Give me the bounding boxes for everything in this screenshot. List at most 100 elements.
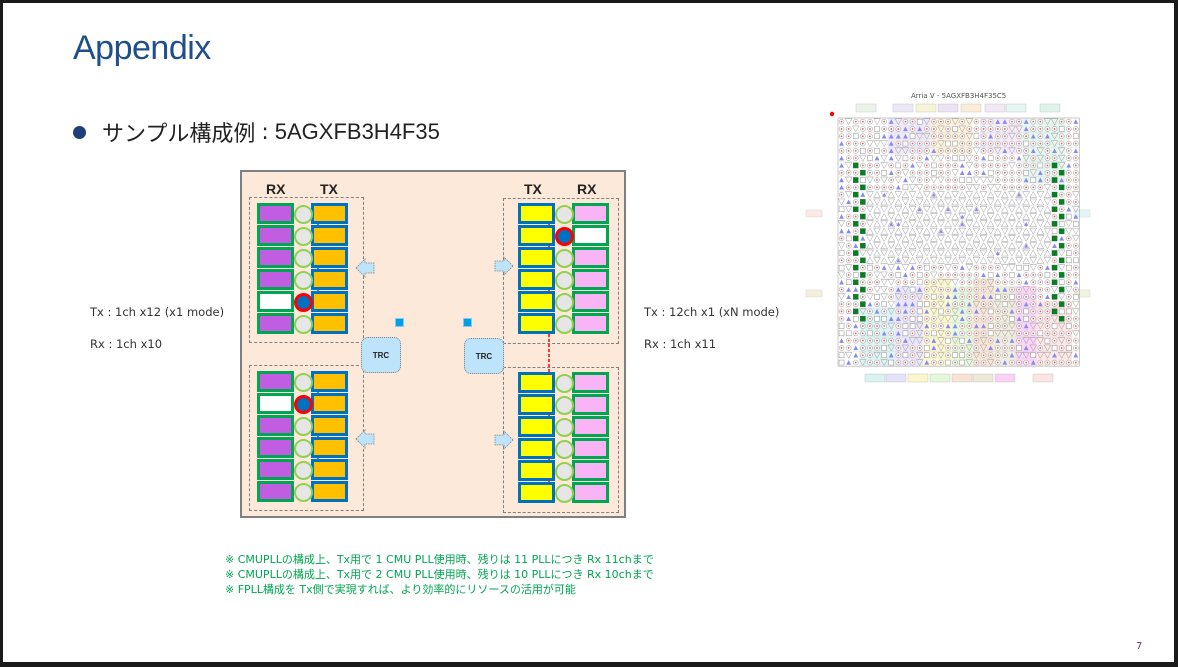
pinout-ground-pin-icon [901,257,910,264]
pinout-vref-pin-icon [895,184,901,190]
pinout-clock-pin-icon [1066,257,1072,264]
pinout-ground-pin-icon [972,176,981,184]
pinout-ground-pin-icon [1036,242,1045,249]
pinout-ground-pin-icon [986,198,995,206]
pinout-ground-pin-icon [937,344,945,352]
left-bottom-rx-lane [257,371,294,392]
pinout-io-dot-icon [1046,332,1049,335]
pinout-io-dot-icon [940,361,942,364]
pinout-ground-pin-icon [1015,249,1023,257]
pinout-io-dot-icon [954,149,957,152]
pinout-ground-pin-icon [873,286,881,293]
pinout-io-dot-icon [1060,193,1063,196]
pinout-vref-pin-icon [960,214,965,219]
pinout-io-dot-icon [890,179,893,181]
pinout-ground-pin-icon [1029,191,1037,198]
pinout-vref-pin-icon [853,323,859,329]
pinout-ground-pin-icon [1050,286,1059,293]
pinout-vref-pin-icon [952,323,958,329]
pinout-ground-pin-icon [1001,220,1009,228]
pinout-vref-pin-icon [1016,316,1022,321]
pinout-vref-pin-icon [1023,301,1029,307]
pinout-vref-pin-icon [959,265,965,270]
pinout-vref-pin-icon [924,309,930,314]
pinout-clock-pin-icon [1066,250,1072,256]
pinout-ground-pin-icon [986,220,995,228]
pinout-vref-pin-icon [860,192,866,197]
pinout-io-dot-icon [961,149,964,152]
pinout-io-dot-icon [961,274,964,276]
tx-header-right: TX [524,181,542,197]
pinout-clock-pin-icon [1023,316,1029,322]
pinout-vref-pin-icon [1009,338,1015,343]
pinout-ground-pin-icon [1008,256,1016,264]
pinout-vref-pin-icon [988,294,994,300]
pinout-io-dot-icon [854,157,857,160]
pinout-power-pin-icon [1058,286,1065,293]
pinout-ground-pin-icon [979,227,988,235]
pinout-io-dot-icon [975,128,978,130]
pinout-ground-pin-icon [880,271,888,279]
pinout-io-dot-icon [947,288,949,291]
pinout-ground-pin-icon [944,257,952,264]
pinout-vref-pin-icon [853,243,859,248]
pinout-ground-pin-icon [1022,227,1030,235]
pinout-ground-pin-icon [965,359,973,366]
pinout-io-dot-icon [847,149,850,152]
pinout-ground-pin-icon [866,191,874,199]
pinout-vref-pin-icon [867,301,873,307]
pinout-vref-pin-icon [839,214,844,219]
pinout-clock-pin-icon [874,294,880,300]
pinout-vref-pin-icon [839,177,844,183]
pinout-io-dot-icon [861,164,864,167]
pinout-ground-pin-icon [1043,118,1052,126]
pinout-io-dot-icon [954,266,957,269]
pinout-io-dot-icon [1067,120,1070,123]
pinout-ground-pin-icon [944,191,952,198]
pinout-io-dot-icon [996,179,999,181]
pinout-io-dot-icon [1032,288,1035,291]
pinout-legend-box [929,373,951,383]
pinout-clock-pin-icon [853,272,859,278]
pinout-ground-pin-icon [979,206,988,213]
pinout-ground-pin-icon [1036,206,1045,213]
pinout-io-dot-icon [1039,266,1042,269]
pinout-ground-pin-icon [859,308,867,315]
pinout-io-dot-icon [876,361,878,364]
pinout-vref-pin-icon [853,352,859,358]
pinout-clock-pin-icon [881,345,887,351]
pinout-vref-pin-icon [1073,148,1079,154]
right-top-rx-lane [572,291,609,312]
pinout-io-dot-icon [847,171,850,174]
pinout-clock-pin-icon [931,162,937,169]
pinout-io-dot-icon [1060,332,1063,335]
pinout-vref-pin-icon [895,133,901,139]
pinout-ground-pin-icon [1043,257,1052,264]
pinout-ground-pin-icon [986,249,995,257]
left-top-tx-lane [311,225,348,246]
pinout-io-dot-icon [883,186,886,189]
pinout-ground-pin-icon [923,242,931,249]
pinout-ground-pin-icon [1029,227,1037,235]
pinout-io-dot-icon [954,179,957,181]
pinout-ground-pin-icon [880,162,888,169]
pinout-ground-pin-icon [930,198,938,206]
pinout-ground-pin-icon [901,227,910,235]
pinout-legend-box [1039,103,1061,113]
pinout-io-dot-icon [869,339,871,342]
pinout-io-dot-icon [1074,201,1077,203]
left-top-rx-lane [257,269,294,290]
pinout-io-dot-icon [925,317,928,320]
pinout-io-dot-icon [883,128,886,130]
pinout-ground-pin-icon [987,279,995,286]
pinout-io-dot-icon [932,303,935,306]
pinout-io-dot-icon [954,274,957,276]
pinout-ground-pin-icon [1036,213,1045,220]
pinout-io-dot-icon [1046,317,1049,320]
pinout-legend-box [855,103,877,113]
pinout-io-dot-icon [883,339,886,342]
pinout-ground-pin-icon [937,279,945,286]
pinout-ground-pin-icon [845,191,853,199]
pinout-io-dot-icon [869,281,871,284]
clock-node-left-icon [395,318,404,327]
